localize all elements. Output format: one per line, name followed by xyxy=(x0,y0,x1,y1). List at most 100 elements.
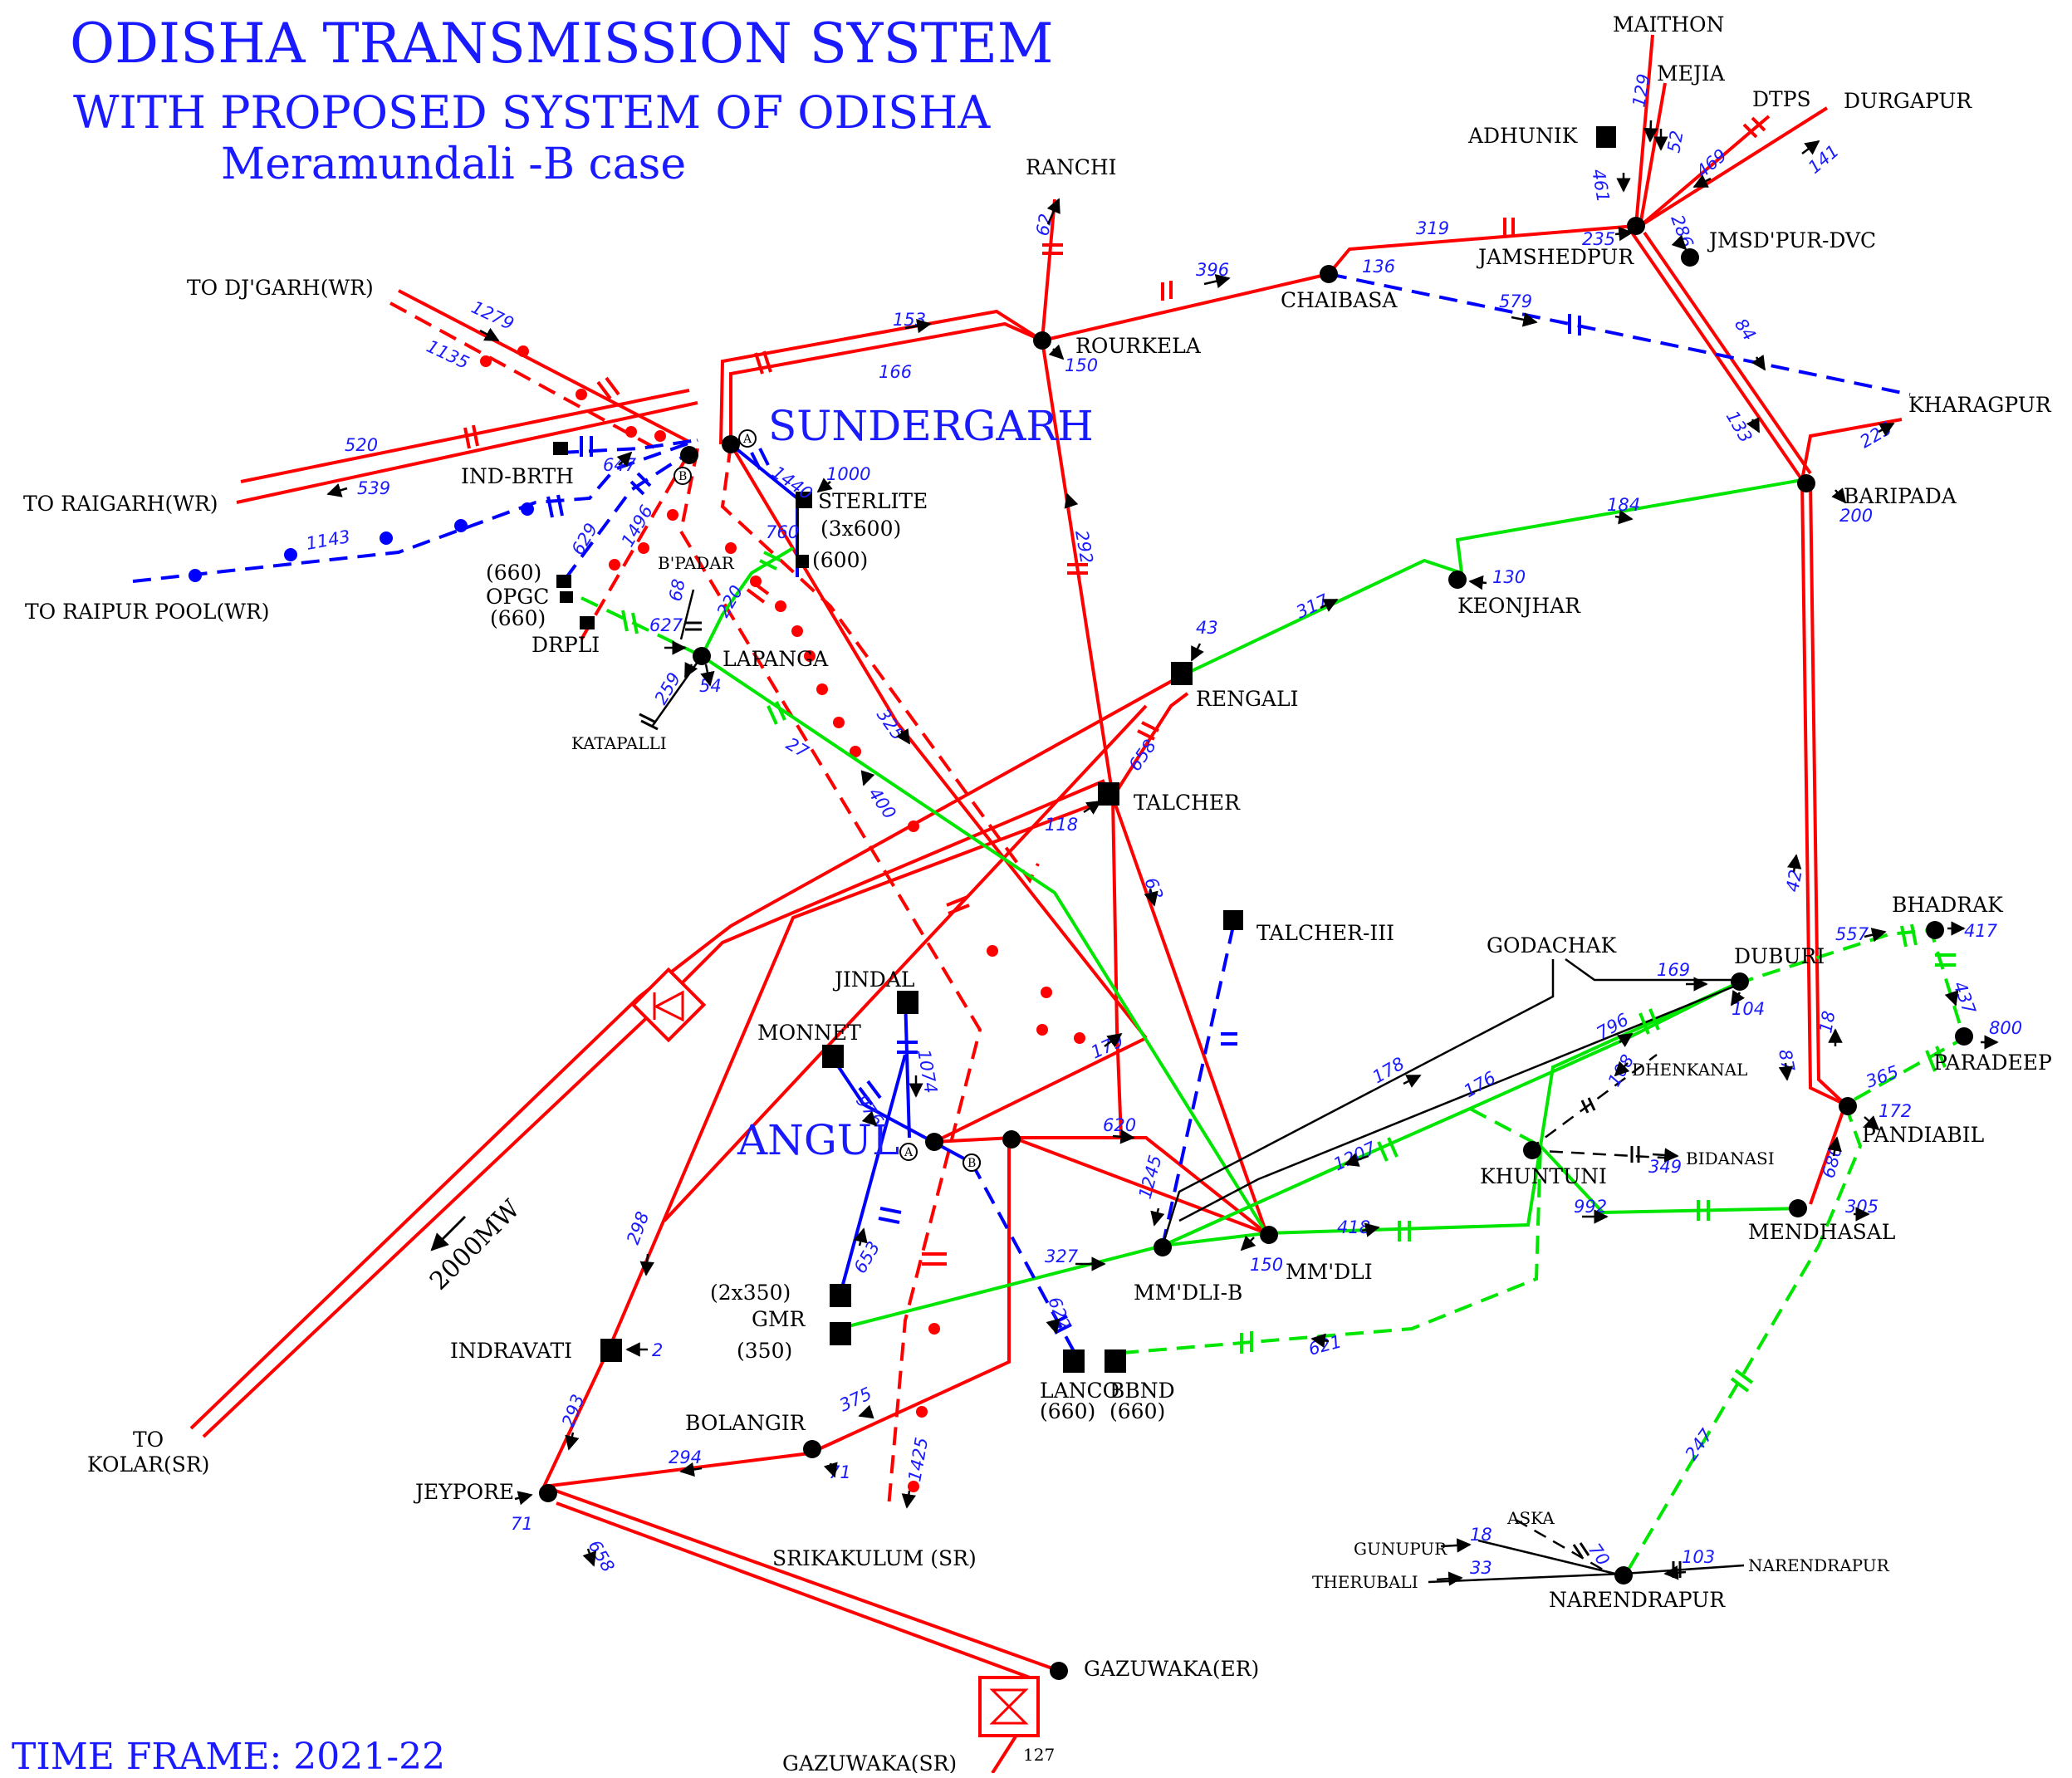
flow-value: 1143 xyxy=(305,527,352,554)
bus-nodes xyxy=(539,217,1973,1680)
flow-value: 629 xyxy=(568,520,602,559)
flow-value: 417 xyxy=(1964,921,1998,941)
flow-value: 1440 xyxy=(768,462,816,503)
plant-gmr-2 xyxy=(830,1322,851,1345)
plant-gmr-1 xyxy=(830,1284,851,1307)
flow-value: 172 xyxy=(1879,1101,1912,1121)
scale-bar: 2000MW xyxy=(424,1194,526,1296)
label-bhadrak: BHADRAK xyxy=(1892,893,2004,917)
label-bpadar: B'PADAR xyxy=(658,553,735,573)
label-sterlite-cap: (3x600) xyxy=(820,517,901,541)
label-opgc-cap1: (660) xyxy=(486,561,541,585)
flow-value: 461 xyxy=(1588,168,1614,204)
flow-value: 396 xyxy=(1196,260,1229,280)
plant-opgc xyxy=(556,575,571,588)
label-mejia: MEJIA xyxy=(1657,61,1726,86)
flow-value: 235 xyxy=(1582,229,1615,249)
plant-lanco xyxy=(1063,1349,1085,1373)
flow-value: 293 xyxy=(558,1392,588,1430)
label-dhenkanal: DHENKANAL xyxy=(1632,1060,1747,1080)
flow-value: 1074 xyxy=(914,1048,941,1095)
blue-dots xyxy=(189,502,534,582)
node-mendhasal xyxy=(1789,1199,1807,1217)
flow-value: 557 xyxy=(1835,924,1869,944)
label-ind-brth: IND-BRTH xyxy=(461,464,574,488)
flow-value: 319 xyxy=(1416,218,1449,238)
node-bhadrak xyxy=(1926,921,1944,939)
flow-value: 127 xyxy=(1023,1745,1055,1765)
label-gmr-cap2: (350) xyxy=(737,1339,792,1363)
label-srikakulum: SRIKAKULUM (SR) xyxy=(772,1546,977,1570)
label-aska: ASKA xyxy=(1506,1508,1555,1528)
plant-talcher xyxy=(1098,782,1119,806)
flow-value: 622 xyxy=(1044,1295,1074,1333)
label-katapalli: KATAPALLI xyxy=(571,733,667,753)
label-opgc-cap2: (660) xyxy=(490,606,546,630)
plant-sterlite-2 xyxy=(796,555,809,568)
flow-value: 400 xyxy=(865,784,900,823)
flow-value: 68 xyxy=(665,577,688,602)
label-narendrapur: NARENDRAPUR xyxy=(1549,1588,1726,1612)
plant-jindal xyxy=(897,991,918,1014)
node-sundergarh xyxy=(722,435,740,453)
case-label: Meramundali -B case xyxy=(221,140,687,189)
label-lanco-cap: (660) xyxy=(1040,1399,1095,1423)
label-raipur: TO RAIPUR POOL(WR) xyxy=(25,600,270,624)
node-mmdli-b xyxy=(1154,1238,1172,1256)
label-bbnd: BBND xyxy=(1109,1379,1175,1403)
plant-adhunik xyxy=(1596,126,1616,148)
flow-value: 27 xyxy=(783,734,813,762)
node-paradeep xyxy=(1955,1027,1973,1046)
node-rourkela xyxy=(1033,331,1051,350)
plant-sterlite xyxy=(796,492,812,508)
label-raigarh: TO RAIGARH(WR) xyxy=(23,492,218,516)
diagram-subtitle: WITH PROPOSED SYSTEM OF ODISHA xyxy=(73,86,991,139)
svg-text:A: A xyxy=(742,433,752,446)
flow-value: 298 xyxy=(623,1209,653,1247)
plant-ind-brth xyxy=(553,442,568,455)
flow-value: 294 xyxy=(669,1447,702,1467)
flow-value: 621 xyxy=(1306,1331,1344,1359)
label-gmr: GMR xyxy=(752,1307,806,1331)
flow-value: 1496 xyxy=(618,502,658,550)
label-talcher-iii: TALCHER-III xyxy=(1256,921,1394,945)
label-kolar-1: TO xyxy=(133,1428,164,1452)
node-narendrapur xyxy=(1614,1566,1633,1585)
flow-value: 1425 xyxy=(904,1436,932,1483)
label-sterlite: STERLITE xyxy=(818,489,928,513)
flow-value: 84 xyxy=(1731,315,1760,345)
flow-value: 169 xyxy=(1657,960,1690,980)
flow-value: 325 xyxy=(873,705,909,744)
label-baripada: BARIPADA xyxy=(1844,484,1957,508)
label-sundergarh: SUNDERGARH xyxy=(768,402,1094,450)
label-rengali: RENGALI xyxy=(1196,687,1298,711)
flow-labels: 129 52 469 141 461 235 286 319 62 396 13… xyxy=(305,72,2022,1765)
label-pandiabil: PANDIABIL xyxy=(1862,1123,1984,1147)
label-gunupur: GUNUPUR xyxy=(1354,1539,1447,1559)
svg-text:A: A xyxy=(904,1146,914,1159)
flow-value: 118 xyxy=(1045,815,1078,835)
label-bidanasi: BIDANASI xyxy=(1686,1149,1775,1168)
hvdc-converter-talcher-kolar xyxy=(630,967,707,1043)
flow-value: 365 xyxy=(1864,1061,1902,1091)
flow-value: 800 xyxy=(1989,1018,2022,1038)
label-paradeep: PARADEEP xyxy=(1933,1051,2052,1075)
label-sterlite-cap2: (600) xyxy=(812,548,868,572)
flow-value: 166 xyxy=(879,362,912,382)
flow-value: 104 xyxy=(1732,999,1765,1019)
flow-value: 520 xyxy=(345,435,378,455)
label-jindal: JINDAL xyxy=(832,967,914,992)
node-angul xyxy=(925,1133,943,1151)
lines-132kv xyxy=(650,498,1745,1584)
flow-value: 418 xyxy=(1337,1217,1370,1237)
label-kolar-2: KOLAR(SR) xyxy=(87,1452,209,1477)
plant-drpli xyxy=(580,616,595,629)
label-lanco: LANCO xyxy=(1040,1379,1119,1403)
flow-value: 130 xyxy=(1492,567,1526,587)
label-ranchi: RANCHI xyxy=(1026,155,1117,179)
label-adhunik: ADHUNIK xyxy=(1467,124,1579,148)
node-bolangir xyxy=(803,1440,821,1458)
flow-value: 2 xyxy=(652,1340,663,1360)
flow-value: 43 xyxy=(1196,618,1218,638)
